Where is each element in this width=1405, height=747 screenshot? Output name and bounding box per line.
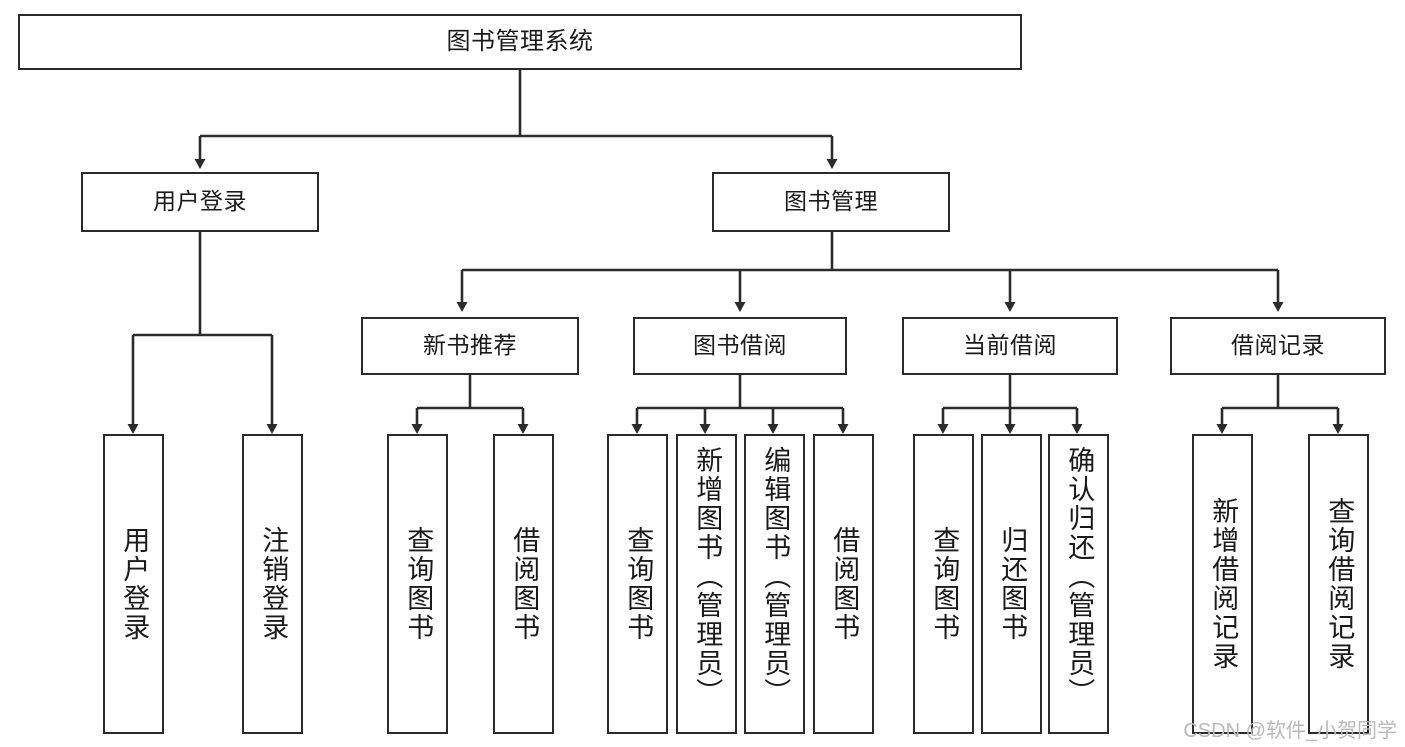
leaf-query-book-2-label: 查询图书 (623, 526, 654, 642)
node-borrow-record[interactable]: 借阅记录 (1170, 317, 1386, 375)
node-current-borrow[interactable]: 当前借阅 (902, 317, 1118, 375)
node-new-book-rec[interactable]: 新书推荐 (361, 317, 579, 375)
leaf-return-book[interactable]: 归还图书 (981, 434, 1042, 734)
leaf-edit-book-label: 编辑图书（管理员） (760, 446, 791, 707)
leaf-add-book[interactable]: 新增图书（管理员） (676, 434, 737, 734)
leaf-query-record[interactable]: 查询借阅记录 (1308, 434, 1369, 734)
node-user-login-label: 用户登录 (153, 188, 247, 215)
node-root-label: 图书管理系统 (446, 27, 594, 55)
leaf-query-record-label: 查询借阅记录 (1324, 497, 1355, 671)
leaf-confirm-return[interactable]: 确认归还（管理员） (1048, 434, 1109, 734)
node-book-manage-label: 图书管理 (784, 188, 878, 215)
leaf-return-book-label: 归还图书 (997, 526, 1028, 642)
node-current-borrow-label: 当前借阅 (963, 332, 1057, 359)
leaf-logout-label: 注销登录 (258, 526, 289, 642)
leaf-borrow-book-2[interactable]: 借阅图书 (813, 434, 874, 734)
leaf-query-book-3[interactable]: 查询图书 (913, 434, 974, 734)
leaf-query-book-1[interactable]: 查询图书 (387, 434, 448, 734)
leaf-query-book-2[interactable]: 查询图书 (607, 434, 668, 734)
leaf-add-record-label: 新增借阅记录 (1208, 497, 1239, 671)
node-user-login[interactable]: 用户登录 (81, 172, 319, 232)
node-root[interactable]: 图书管理系统 (18, 14, 1022, 70)
leaf-borrow-book-2-label: 借阅图书 (829, 526, 860, 642)
node-borrow-record-label: 借阅记录 (1231, 332, 1325, 359)
leaf-user-login-label: 用户登录 (119, 526, 150, 642)
leaf-query-book-1-label: 查询图书 (403, 526, 434, 642)
leaf-borrow-book-1[interactable]: 借阅图书 (493, 434, 554, 734)
node-book-borrow-label: 图书借阅 (693, 332, 787, 359)
node-book-manage[interactable]: 图书管理 (712, 172, 950, 232)
leaf-add-record[interactable]: 新增借阅记录 (1192, 434, 1253, 734)
leaf-logout[interactable]: 注销登录 (242, 434, 303, 734)
csdn-watermark: CSDN @软件_小贺同学 (1183, 720, 1397, 742)
leaf-edit-book[interactable]: 编辑图书（管理员） (744, 434, 805, 734)
leaf-borrow-book-1-label: 借阅图书 (509, 526, 540, 642)
leaf-user-login[interactable]: 用户登录 (103, 434, 164, 734)
leaf-add-book-label: 新增图书（管理员） (692, 446, 723, 707)
node-new-book-rec-label: 新书推荐 (423, 332, 517, 359)
leaf-confirm-return-label: 确认归还（管理员） (1064, 446, 1095, 707)
node-book-borrow[interactable]: 图书借阅 (633, 317, 847, 375)
leaf-query-book-3-label: 查询图书 (929, 526, 960, 642)
